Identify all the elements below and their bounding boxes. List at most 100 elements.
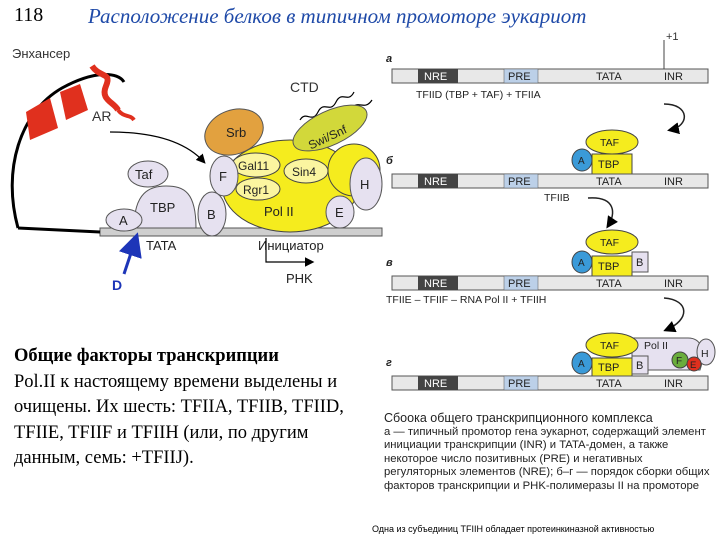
- pre-box: [503, 375, 539, 391]
- pre-label: PRE: [508, 176, 531, 188]
- a-label: A: [119, 213, 128, 228]
- b-shape: [631, 251, 649, 273]
- ar-arrow: [109, 131, 206, 164]
- nre-label: NRE: [424, 71, 447, 83]
- taf-shape: [585, 332, 639, 358]
- figure-caption: Сбоока общего транскрипционного комплекс…: [384, 411, 714, 494]
- d-arrow: [118, 232, 142, 275]
- right-diagram: +1 а NRE PRE TATA INR TFIID (TBP + TAF) …: [386, 31, 716, 391]
- h-label: H: [701, 348, 709, 360]
- taf-shape: [127, 160, 169, 188]
- dna-track: [391, 68, 709, 84]
- transcription-start-arrow: [265, 238, 315, 267]
- body-heading: Общие факторы транскрипции: [14, 346, 279, 366]
- panel-b: б TAF A TBP NRE PRE TATA INR TFIIB: [386, 129, 709, 229]
- f-label: F: [219, 169, 227, 184]
- step-arrow: [663, 103, 686, 135]
- srb-shape: [204, 108, 264, 156]
- ctd-label: CTD: [290, 79, 319, 95]
- dna-strand: [99, 227, 383, 237]
- caption-title: Сбоока общего транскрипционного комплекс…: [384, 411, 653, 425]
- tfiia-shape: [105, 208, 143, 232]
- tata-label: TATA: [146, 238, 177, 253]
- rgr1-shape: [235, 177, 281, 201]
- panel-letter: а: [386, 53, 392, 65]
- h-shape: [696, 338, 716, 366]
- nre-label: NRE: [424, 278, 447, 290]
- panel-a: а NRE PRE TATA INR TFIID (TBP + TAF) + T…: [386, 40, 709, 135]
- h-label: H: [360, 177, 369, 192]
- tata-label: TATA: [596, 71, 622, 83]
- pol2-label: Pol II: [644, 340, 668, 352]
- left-diagram: Энхансер AR CTD Srb Swi/Snf Gal11 Sin4 R…: [10, 46, 383, 293]
- tfiib-shape: [197, 191, 227, 237]
- e-label: E: [690, 360, 696, 371]
- caption-text: а — типичный промотор гена эукарнот, сод…: [384, 425, 710, 492]
- tbp-label: TBP: [150, 200, 175, 215]
- inr-label: INR: [664, 378, 683, 390]
- inr-label: INR: [664, 176, 683, 188]
- enhancer-label: Энхансер: [12, 46, 70, 61]
- swi-snf-shape: [292, 104, 368, 152]
- rgr1-label: Rgr1: [243, 183, 269, 197]
- taf-shape: [585, 229, 639, 255]
- slide-title: Расположение белков в типичном промоторе…: [88, 4, 587, 28]
- tata-label: TATA: [596, 378, 622, 390]
- e-label: E: [335, 205, 344, 220]
- panel-v: в TAF A TBP B NRE PRE TATA INR TFIIE – T…: [386, 229, 709, 333]
- panel-letter: г: [386, 357, 392, 369]
- pre-label: PRE: [508, 278, 531, 290]
- a-label: A: [578, 156, 585, 167]
- dna-track: [391, 275, 709, 291]
- inr-label: INR: [664, 278, 683, 290]
- a-label: A: [578, 359, 585, 370]
- pre-label: PRE: [508, 71, 531, 83]
- dna-track: [391, 375, 709, 391]
- b-shape: [631, 355, 649, 375]
- gal11-label: Gal11: [238, 159, 269, 173]
- nre-box: [418, 69, 458, 83]
- pre-box: [503, 68, 539, 84]
- nre-label: NRE: [424, 378, 447, 390]
- b-label: B: [636, 360, 643, 372]
- b-label: B: [207, 207, 216, 222]
- tata-label: TATA: [596, 278, 622, 290]
- step-note: TFIID (TBP + TAF) + TFIIA: [416, 89, 541, 101]
- panel-letter: б: [386, 155, 394, 167]
- enhancer-element-2: [60, 84, 88, 120]
- tbp-label: TBP: [598, 362, 619, 374]
- dna-loop: [10, 72, 126, 229]
- enhancer-element-1: [26, 98, 58, 140]
- body-text: Общие факторы транскрипции Pol.II к наст…: [14, 344, 364, 472]
- taf-label: TAF: [600, 237, 619, 249]
- taf-label: TAF: [600, 340, 619, 352]
- step-arrow: [663, 297, 685, 333]
- tbp-shape: [133, 185, 197, 229]
- nre-box: [418, 276, 458, 290]
- a-label: A: [578, 258, 585, 269]
- slide-number: 118: [14, 4, 44, 26]
- initiator-label: Инициатор: [258, 238, 324, 253]
- nre-label: NRE: [424, 176, 447, 188]
- b-label: B: [636, 257, 643, 269]
- ctd-tail-1: [299, 91, 355, 121]
- f-label: F: [676, 356, 682, 367]
- footnote: Одна из субъединиц TFIIH обладает протеи…: [372, 524, 655, 534]
- plus1-label: +1: [666, 31, 679, 43]
- dna-track: [391, 173, 709, 189]
- tfiif-shape: [209, 155, 239, 197]
- sin4-shape: [283, 158, 329, 184]
- body-paragraph: Pol.II к настоящему времени выделены и о…: [14, 371, 344, 469]
- e-shape: [686, 356, 702, 372]
- ar-label: AR: [92, 108, 111, 124]
- nre-box: [418, 174, 458, 188]
- tfiih-shape: [349, 157, 383, 211]
- tata-label: TATA: [596, 176, 622, 188]
- tbp-label: TBP: [598, 159, 619, 171]
- taf-label: TAF: [600, 137, 619, 149]
- d-marker: D: [112, 277, 122, 293]
- inr-label: INR: [664, 71, 683, 83]
- step-arrow: [587, 197, 618, 229]
- step-note: TFIIE – TFIIF – RNA Pol II + TFIIH: [386, 294, 546, 306]
